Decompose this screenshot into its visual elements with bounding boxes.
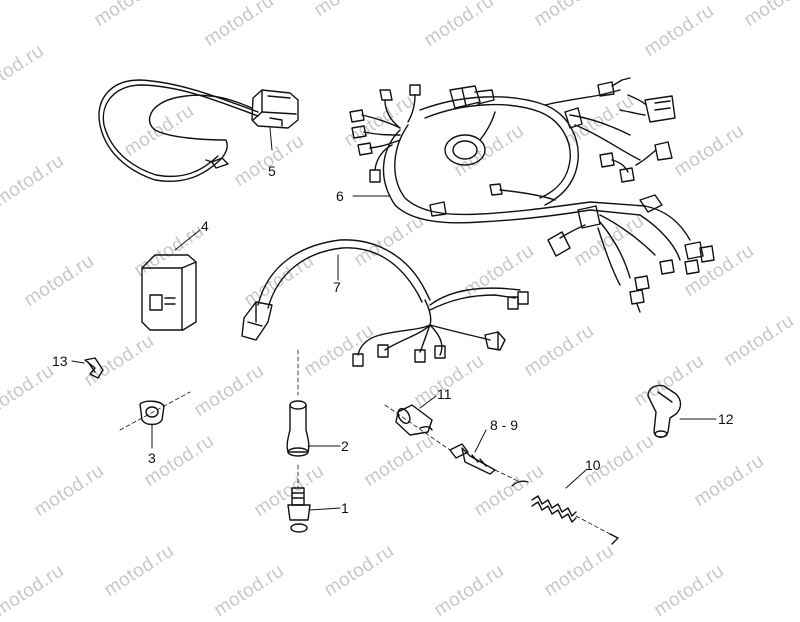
- callout-10: 10: [585, 457, 601, 473]
- callout-5: 5: [268, 163, 276, 179]
- part-4-control-module: [141, 229, 201, 331]
- callout-12: 12: [718, 411, 734, 427]
- callout-3: 3: [148, 450, 156, 466]
- part-11-insulator: [384, 395, 451, 451]
- part-3-grommet: [119, 391, 191, 449]
- part-6-main-harness: [349, 77, 715, 313]
- part-5-sensor-cable: [98, 79, 299, 182]
- callout-4: 4: [201, 218, 209, 234]
- callout-6: 6: [336, 188, 344, 204]
- callout-2: 2: [341, 438, 349, 454]
- part-2-boot: [286, 349, 341, 457]
- part-10-spring: [511, 469, 619, 545]
- part-12-spark-cap: [647, 384, 717, 438]
- diagram-svg: 1 2 3 4 5 6 7 8 - 9 10 11 12 13: [52, 77, 734, 545]
- callout-8-9: 8 - 9: [490, 417, 518, 433]
- part-13-clip: [71, 357, 104, 379]
- callout-1: 1: [341, 500, 349, 516]
- callout-labels: 1 2 3 4 5 6 7 8 - 9 10 11 12 13: [52, 163, 734, 516]
- callout-11: 11: [437, 386, 452, 402]
- callout-13: 13: [52, 353, 68, 369]
- part-7-sub-harness: [241, 239, 529, 367]
- callout-7: 7: [333, 279, 341, 295]
- part-8-9-terminal: [449, 429, 521, 483]
- part-1-switch: [287, 464, 341, 533]
